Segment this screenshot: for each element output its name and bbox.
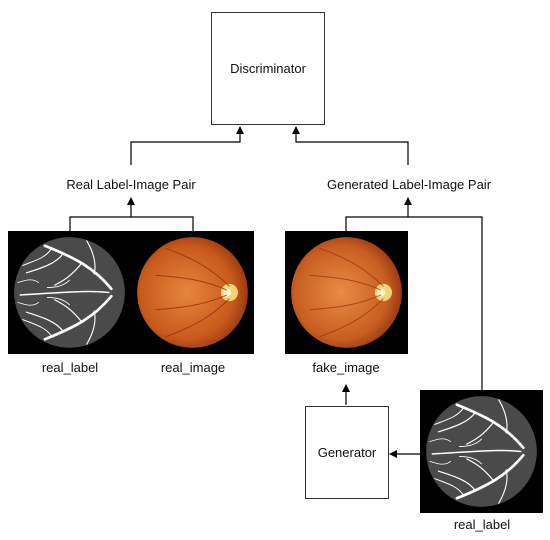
fake-fundus-image (285, 231, 408, 354)
real-pair-to-discriminator-arrow (130, 126, 244, 165)
real-label-image (8, 231, 131, 354)
fundus-picture (131, 231, 254, 354)
real-image-caption: real_image (160, 360, 226, 375)
generated-images-to-pair-connector (345, 216, 483, 390)
real-label-caption: real_label (41, 360, 99, 375)
generator-label: Generator (317, 445, 377, 460)
discriminator-box: Discriminator (211, 12, 325, 125)
generated-pair-label: Generated Label-Image Pair (326, 177, 492, 192)
real-pair-label: Real Label-Image Pair (66, 177, 196, 192)
generator-box: Generator (305, 406, 389, 499)
fundus-picture (285, 231, 408, 354)
real-images-to-pair-connector (69, 216, 194, 231)
real-label-input-caption: real_label (453, 517, 511, 532)
vessel-map-picture (8, 231, 131, 354)
generated-pair-to-discriminator-arrow (292, 126, 409, 165)
discriminator-label: Discriminator (230, 61, 306, 76)
real-label-input-image (420, 390, 543, 513)
vessel-map-picture (420, 390, 543, 513)
fake-image-caption: fake_image (312, 360, 380, 375)
real-fundus-image (131, 231, 254, 354)
